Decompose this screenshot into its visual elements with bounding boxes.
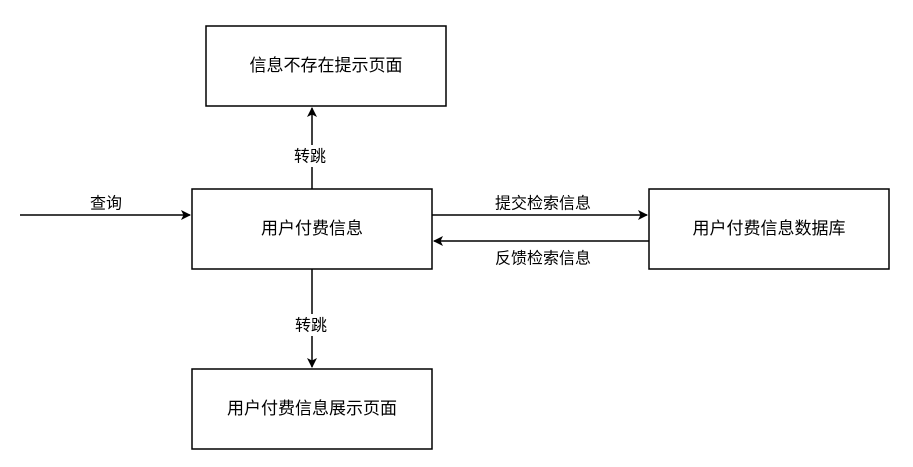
node-payment-db: 用户付费信息数据库: [648, 188, 890, 270]
edge-submit-search-label: 提交检索信息: [495, 194, 591, 213]
edge-redirect-up: 转跳: [290, 107, 334, 189]
node-display-page-label: 用户付费信息展示页面: [227, 399, 397, 419]
node-not-exist-page-box: [205, 25, 447, 107]
edge-redirect-down: 转跳: [290, 269, 334, 368]
node-user-payment: 用户付费信息: [191, 188, 433, 270]
edge-query: 查询: [20, 194, 191, 220]
edge-feedback-search: 反馈检索信息: [433, 236, 649, 268]
edge-redirect-up-label: 转跳: [294, 147, 326, 166]
edge-redirect-up-label-bg: [290, 145, 334, 167]
edge-query-label: 查询: [90, 194, 122, 213]
edge-feedback-search-label: 反馈检索信息: [495, 249, 591, 268]
edge-submit-search: 提交检索信息: [432, 194, 648, 220]
node-not-exist-page-label: 信息不存在提示页面: [250, 56, 403, 76]
edge-redirect-down-label-bg: [290, 314, 334, 336]
node-payment-db-label: 用户付费信息数据库: [693, 219, 846, 239]
node-user-payment-box: [191, 188, 433, 270]
edge-redirect-down-label: 转跳: [295, 316, 327, 335]
node-display-page: 用户付费信息展示页面: [191, 368, 433, 450]
node-payment-db-box: [648, 188, 890, 270]
node-display-page-box: [191, 368, 433, 450]
node-not-exist-page: 信息不存在提示页面: [205, 25, 447, 107]
node-user-payment-label: 用户付费信息: [261, 219, 363, 239]
